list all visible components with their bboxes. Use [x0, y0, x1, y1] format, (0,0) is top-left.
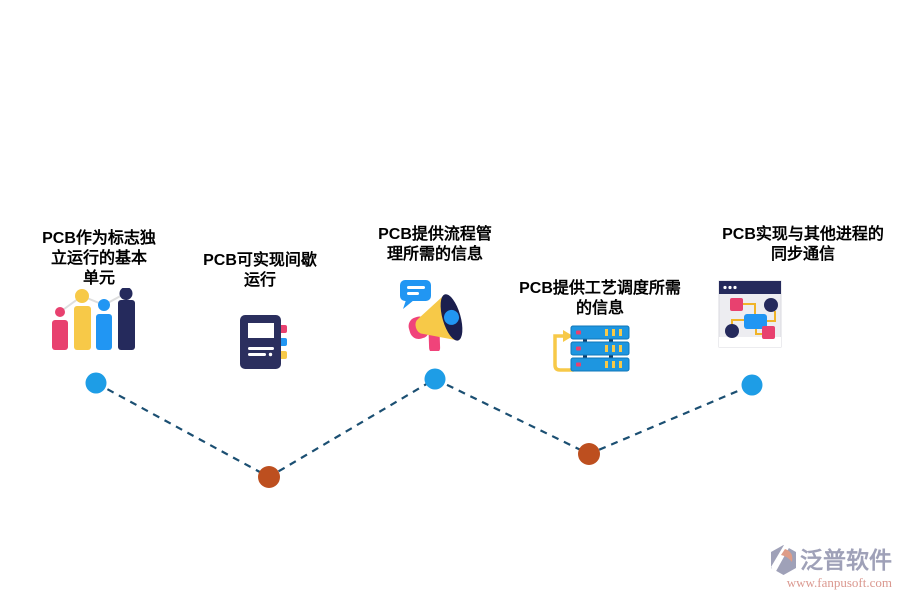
node-label-line: PCB作为标志独 [42, 230, 156, 247]
bar-yellow [74, 306, 91, 350]
server-connector [609, 354, 613, 360]
node-4-label: PCB提供工艺调度所需 的信息 [494, 279, 706, 319]
notebook-icon [240, 315, 287, 369]
node-label-line: PCB实现与其他进程的 [722, 226, 884, 243]
milestone-dot-5 [741, 374, 763, 396]
notebook-line-2 [248, 353, 266, 356]
node-1-label: PCB作为标志独 立运行的基本 单元 [14, 229, 184, 289]
loop-arrow-head [563, 330, 573, 342]
brand-watermark: 泛普软件 www.fanpusoft.com [742, 545, 892, 590]
server-connector [609, 338, 613, 344]
node-2-label: PCB可实现间歇 运行 [176, 251, 344, 291]
speech-bubble [400, 280, 431, 309]
bar-pink [52, 320, 68, 350]
megaphone-body [408, 294, 463, 351]
server-stack-icon [553, 325, 630, 372]
server-connector [583, 354, 587, 360]
node-label-line: PCB提供工艺调度所需 [519, 280, 681, 297]
node-label-line: 运行 [243, 272, 276, 289]
node-3-label: PCB提供流程管 理所需的信息 [351, 225, 519, 265]
dot-blue [98, 299, 110, 311]
notebook-page [248, 323, 274, 338]
milestone-dot-1 [85, 372, 107, 394]
node-label-line: 理所需的信息 [386, 246, 483, 263]
node-label-line: PCB可实现间歇 [203, 252, 317, 269]
flow-node-navy-2 [725, 324, 739, 338]
dot-yellow [75, 289, 89, 303]
notebook-line-1 [248, 347, 274, 350]
server-leds [576, 330, 581, 367]
flow-node-pink-1 [730, 298, 743, 311]
window-footer [719, 337, 781, 347]
node-label-line: 的信息 [575, 300, 624, 317]
bar-navy [118, 300, 135, 350]
window-titlebar [719, 281, 781, 294]
node-label-line: PCB提供流程管 [378, 226, 492, 243]
megaphone-icon [400, 280, 463, 351]
loop-arrow [553, 334, 575, 372]
server-vents [605, 329, 622, 368]
node-5-label: PCB实现与其他进程的 同步通信 [696, 225, 900, 265]
bar-chart-trend-line [59, 292, 127, 313]
flowchart-window-icon [718, 280, 782, 348]
bar-chart-icon [52, 288, 135, 350]
flow-node-blue [744, 314, 767, 329]
milestone-dot-4 [578, 443, 600, 465]
server-connector [583, 338, 587, 344]
fanpu-logo-icon [771, 545, 796, 575]
milestone-dot-3 [424, 368, 446, 390]
brand-name: 泛普软件 [800, 547, 892, 573]
dot-pink [55, 307, 65, 317]
dot-navy [119, 288, 133, 300]
window-titlebar-dots [723, 285, 737, 290]
brand-url: www.fanpusoft.com [786, 575, 892, 590]
node-label-line: 同步通信 [770, 246, 835, 263]
bar-blue [96, 314, 112, 350]
zigzag-dashed-line [95, 377, 753, 479]
node-label-line: 单元 [82, 270, 115, 287]
megaphone-bell-center [443, 309, 459, 325]
flowchart-links [731, 303, 776, 335]
flow-node-pink-2 [762, 326, 775, 339]
milestone-dot-2 [258, 466, 280, 488]
flow-node-navy-1 [764, 298, 778, 312]
notebook-dot [268, 352, 273, 357]
node-label-line: 立运行的基本 [50, 250, 147, 267]
